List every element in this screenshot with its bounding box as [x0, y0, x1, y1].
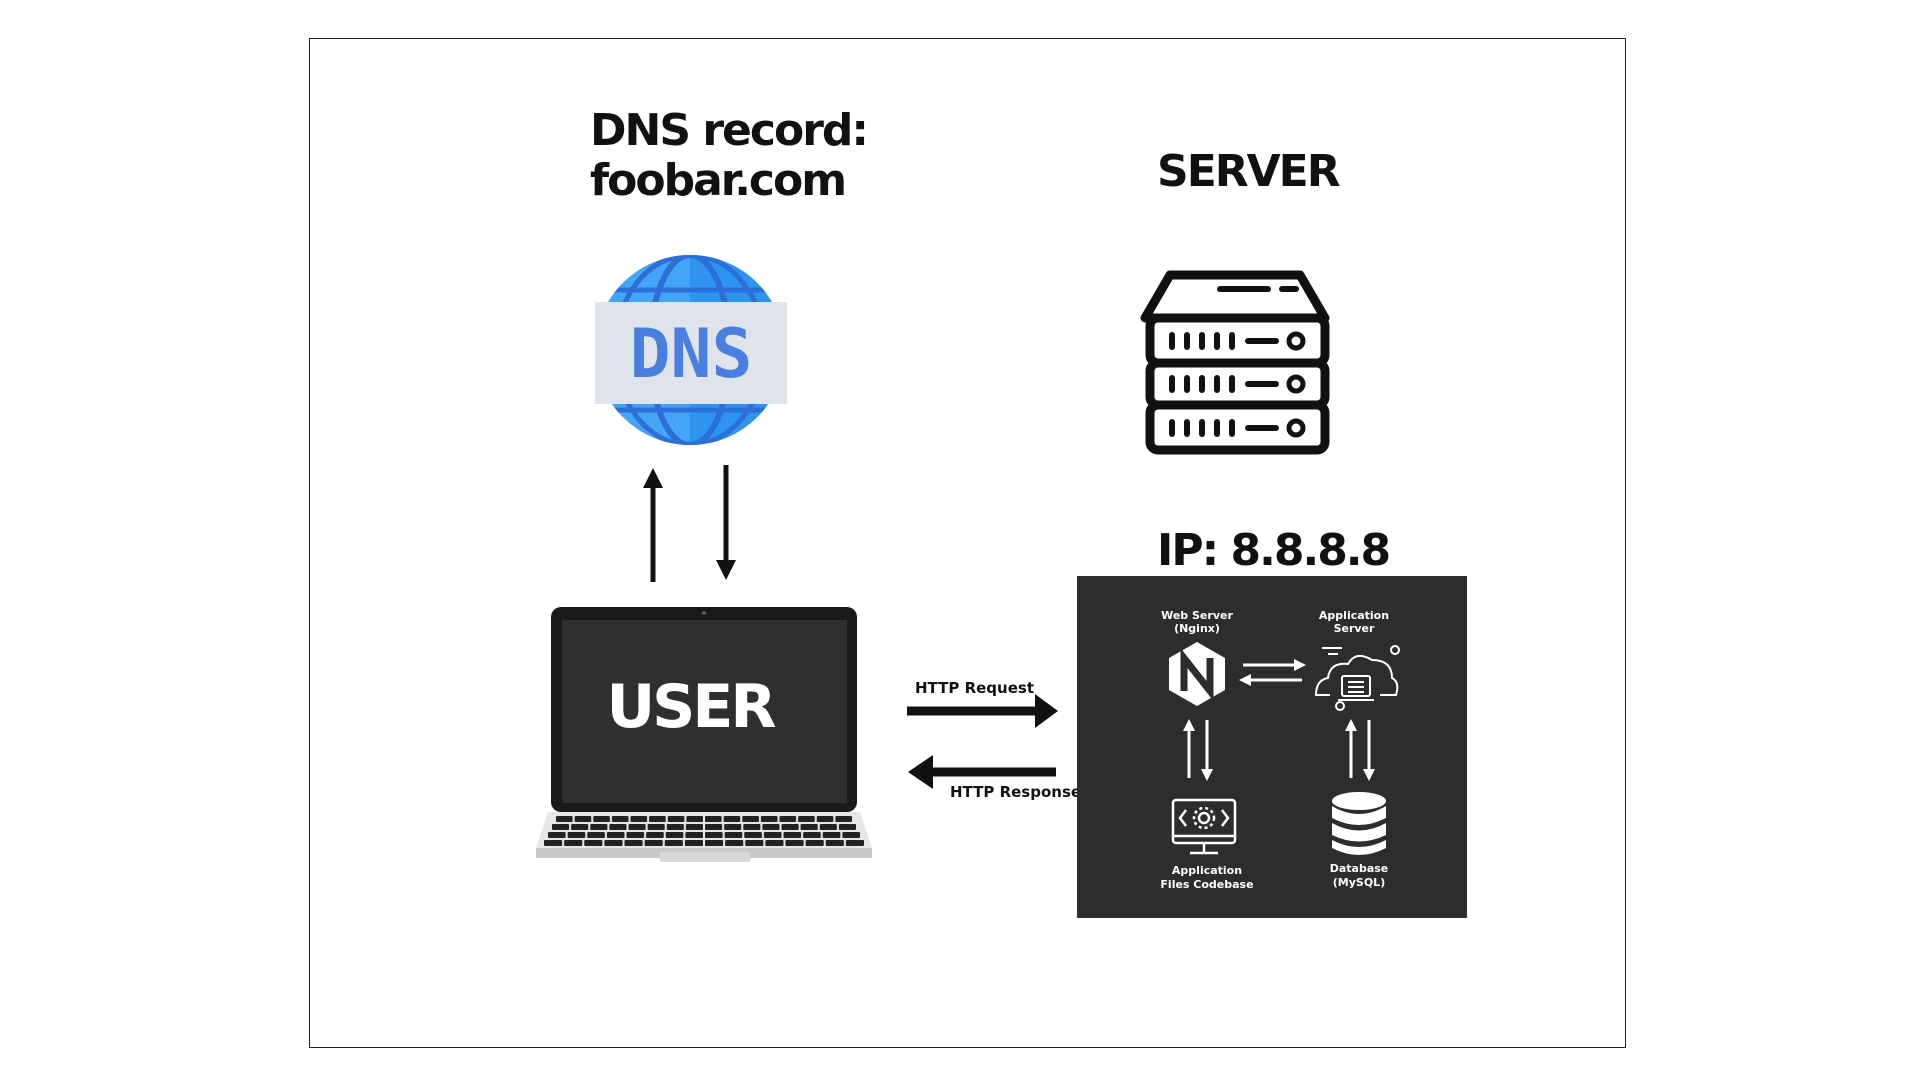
- server-ip-label: IP: 8.8.8.8: [1157, 525, 1389, 576]
- laptop-icon: [536, 607, 872, 862]
- keyboard-key: [705, 824, 723, 830]
- keyboard-key: [685, 824, 703, 830]
- keyboard-key: [724, 824, 742, 830]
- nginx-icon: [1169, 642, 1225, 706]
- http-response-label: HTTP Response: [950, 783, 1081, 801]
- keyboard-key: [763, 832, 782, 838]
- database-sublabel: (MySQL): [1333, 876, 1385, 889]
- keyboard-key: [593, 816, 610, 822]
- keyboard-key: [845, 840, 864, 846]
- keyboard-key: [743, 824, 761, 830]
- keyboard-key: [664, 840, 683, 846]
- keyboard-key: [816, 816, 834, 822]
- cloud-server-icon: [1314, 645, 1400, 711]
- keyboard-key: [805, 840, 824, 846]
- keyboard-key: [835, 816, 852, 822]
- keyboard-key: [781, 824, 799, 830]
- keyboard-key: [544, 840, 563, 846]
- keyboard-key: [819, 824, 837, 830]
- app-server-label: Application: [1319, 609, 1389, 622]
- keyboard-key: [587, 832, 605, 838]
- server-stack-panel: [1077, 576, 1467, 918]
- keyboard-key: [783, 832, 802, 838]
- keyboard-key: [686, 816, 703, 822]
- keyboard-key: [584, 840, 603, 846]
- keyboard-key: [724, 832, 743, 838]
- keyboard-key: [803, 832, 821, 838]
- keyboard-key: [725, 840, 744, 846]
- keyboard-key: [838, 824, 856, 830]
- codebase-label: Application: [1172, 864, 1242, 877]
- keyboard-key: [548, 832, 566, 838]
- http-request-label: HTTP Request: [915, 679, 1034, 697]
- keyboard-key: [611, 816, 629, 822]
- keyboard-key: [564, 840, 583, 846]
- codebase-monitor-icon: [1171, 798, 1237, 855]
- keyboard-key: [745, 840, 764, 846]
- keyboard-key: [666, 824, 684, 830]
- keyboard-key: [626, 832, 645, 838]
- keyboard-key: [667, 816, 685, 822]
- dns-domain-title: foobar.com: [590, 155, 845, 206]
- keyboard-key: [685, 832, 703, 838]
- keyboard-key: [785, 840, 804, 846]
- app-server-sublabel: Server: [1334, 622, 1375, 635]
- keyboard-key: [684, 840, 703, 846]
- keyboard-key: [800, 824, 818, 830]
- dns-record-title: DNS record:: [590, 105, 867, 156]
- dns-badge-text: DNS: [630, 315, 753, 394]
- keyboard-key: [590, 824, 608, 830]
- codebase-sublabel: Files Codebase: [1160, 878, 1253, 891]
- keyboard-key: [567, 832, 586, 838]
- keyboard-key: [556, 816, 573, 822]
- keyboard-key: [779, 816, 797, 822]
- database-icon: [1332, 792, 1386, 855]
- diagram-frame: [309, 38, 1626, 1048]
- keyboard-key: [798, 816, 815, 822]
- http-request-arrowhead: [1035, 694, 1058, 728]
- keyboard-key: [705, 840, 724, 846]
- keyboard-key: [552, 824, 570, 830]
- keyboard-key: [630, 816, 648, 822]
- keyboard-key: [574, 816, 592, 822]
- user-label: USER: [606, 672, 775, 742]
- keyboard-key: [606, 832, 625, 838]
- keyboard-key: [765, 840, 784, 846]
- laptop-keyboard: [544, 816, 864, 846]
- keyboard-key: [760, 816, 778, 822]
- keyboard-key: [665, 832, 684, 838]
- keyboard-key: [624, 840, 643, 846]
- keyboard-key: [649, 816, 666, 822]
- keyboard-key: [609, 824, 627, 830]
- server-rack-icon: [1140, 270, 1330, 455]
- keyboard-key: [744, 832, 762, 838]
- web-server-label: Web Server: [1161, 609, 1233, 622]
- keyboard-key: [723, 816, 741, 822]
- keyboard-key: [705, 816, 722, 822]
- dns-globe-icon: DNS: [595, 255, 787, 445]
- keyboard-key: [571, 824, 589, 830]
- database-label: Database: [1330, 862, 1389, 875]
- http-response-arrowhead: [908, 755, 933, 789]
- keyboard-key: [762, 824, 780, 830]
- keyboard-key: [825, 840, 844, 846]
- keyboard-key: [604, 840, 623, 846]
- server-title: SERVER: [1157, 146, 1340, 197]
- web-server-sublabel: (Nginx): [1174, 622, 1220, 635]
- keyboard-key: [646, 832, 664, 838]
- keyboard-key: [842, 832, 860, 838]
- keyboard-key: [705, 832, 723, 838]
- keyboard-key: [647, 824, 665, 830]
- keyboard-key: [644, 840, 663, 846]
- server-rack-lights: [1169, 331, 1306, 438]
- keyboard-key: [742, 816, 759, 822]
- keyboard-key: [822, 832, 841, 838]
- keyboard-key: [628, 824, 646, 830]
